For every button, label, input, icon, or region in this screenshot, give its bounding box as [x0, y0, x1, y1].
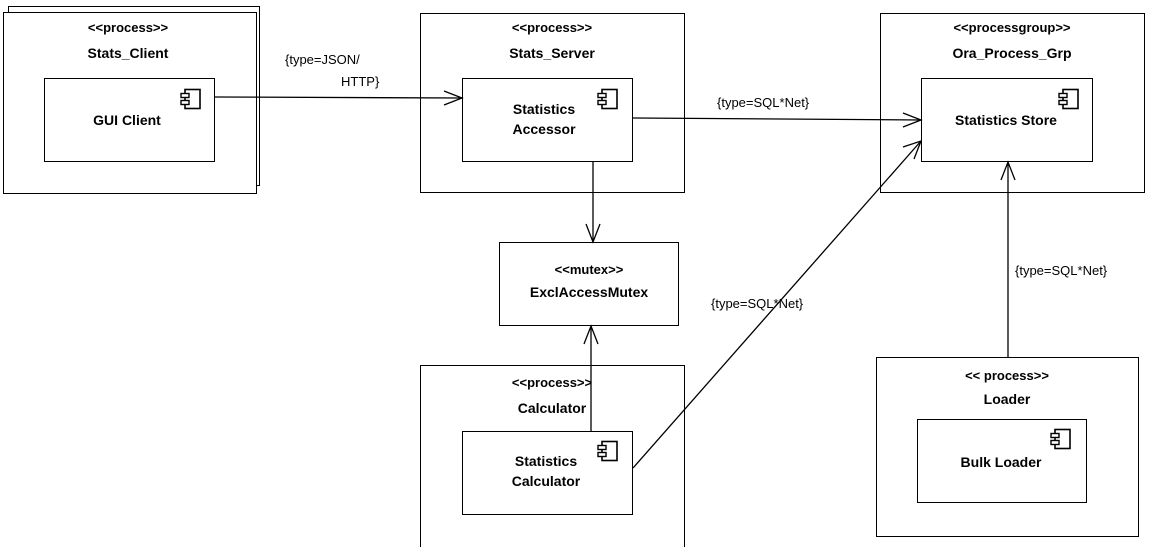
component-icon — [1058, 88, 1079, 110]
calculator-name: Calculator — [517, 400, 587, 416]
component-icon — [597, 440, 618, 462]
sql-calculator-label: {type=SQL*Net} — [711, 296, 804, 311]
component-icon — [1050, 428, 1071, 450]
component-icon — [597, 88, 618, 110]
mutex-stereotype: <<mutex>> — [554, 262, 624, 277]
gui-client-line1: GUI Client — [93, 112, 161, 128]
json-http-label-line1: {type=JSON/ — [285, 52, 360, 67]
stats-client-stereotype: <<process>> — [87, 20, 169, 35]
ora-process-grp-stereotype: <<processgroup>> — [953, 20, 1071, 35]
statistics-accessor-line1: Statistics — [512, 101, 576, 117]
gui-client-label: GUI Client — [93, 110, 161, 130]
loader-name: Loader — [983, 391, 1031, 407]
sql-loader-label: {type=SQL*Net} — [1015, 263, 1108, 278]
sql-accessor-label: {type=SQL*Net} — [717, 95, 810, 110]
bulk-loader-line1: Bulk Loader — [960, 454, 1042, 470]
statistics-store-label: Statistics Store — [955, 110, 1057, 130]
calculator-stereotype: <<process>> — [511, 375, 593, 390]
bulk-loader-label: Bulk Loader — [961, 452, 1042, 472]
statistics-calculator-line1: Statistics — [514, 453, 578, 469]
arrowhead — [583, 324, 599, 345]
statistics-calculator-label: Statistics Calculator — [512, 451, 580, 491]
statistics-accessor-label: Statistics Accessor — [512, 99, 575, 139]
stats-server-name: Stats_Server — [509, 45, 595, 61]
ora-process-grp-name: Ora_Process_Grp — [952, 45, 1072, 61]
stats-server-stereotype: <<process>> — [511, 20, 593, 35]
component-icon — [180, 88, 201, 110]
arrowhead — [585, 223, 601, 244]
statistics-store-line1: Statistics Store — [955, 112, 1057, 128]
mutex-name: ExclAccessMutex — [529, 284, 649, 300]
json-http-label-line2: HTTP} — [341, 74, 380, 89]
stats-client-name: Stats_Client — [87, 45, 169, 61]
statistics-accessor-line2: Accessor — [512, 121, 576, 137]
loader-stereotype: << process>> — [965, 368, 1049, 383]
statistics-calculator-line2: Calculator — [511, 473, 581, 489]
